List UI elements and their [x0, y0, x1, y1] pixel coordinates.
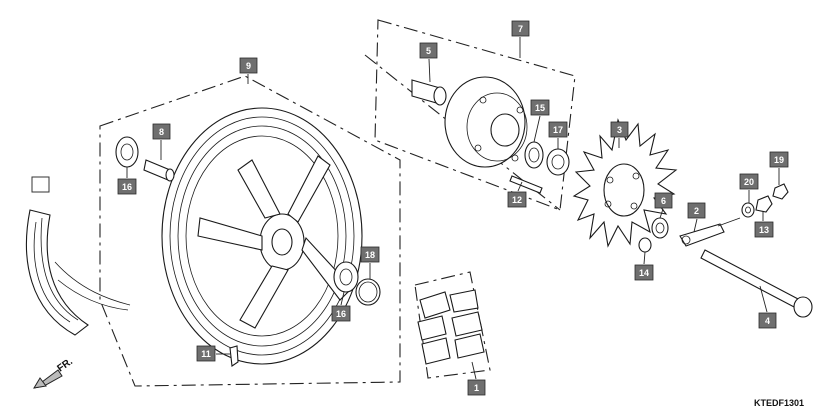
wheel-group-outline [99, 75, 401, 387]
svg-text:3: 3 [617, 125, 622, 135]
o-ring [355, 278, 381, 306]
svg-text:19: 19 [774, 155, 784, 165]
rear-axle [700, 249, 813, 318]
svg-text:16: 16 [122, 182, 132, 192]
flange-collar [411, 79, 447, 106]
svg-text:11: 11 [201, 349, 211, 359]
rear-wheel [161, 107, 363, 365]
air-valve [229, 345, 239, 367]
callout-17[interactable]: 17 [548, 121, 568, 138]
callout-15[interactable]: 15 [530, 99, 550, 116]
svg-text:6: 6 [661, 196, 666, 206]
damper-rubbers [417, 289, 485, 365]
svg-text:9: 9 [246, 61, 251, 71]
leader-lines [126, 37, 780, 380]
svg-text:15: 15 [535, 103, 545, 113]
axle-nut [755, 195, 773, 213]
callout-5[interactable]: 5 [419, 42, 438, 59]
callout-1[interactable]: 1 [467, 379, 486, 396]
svg-text:7: 7 [518, 24, 523, 34]
sprocket-nut [638, 237, 652, 253]
distance-collar [143, 159, 175, 182]
axle-collar [651, 217, 669, 239]
washer [741, 202, 755, 218]
svg-text:1: 1 [474, 383, 479, 393]
callout-18[interactable]: 18 [360, 246, 380, 263]
callout-blank [31, 176, 50, 193]
drawing-code: KTEDF1301 [754, 398, 804, 408]
svg-text:16: 16 [336, 309, 346, 319]
hub-group-outline [374, 19, 576, 211]
cotter-nut [772, 183, 789, 200]
svg-text:8: 8 [159, 127, 164, 137]
chain-adjuster [679, 217, 741, 247]
callout-11[interactable]: 11 [196, 345, 216, 362]
svg-text:18: 18 [365, 250, 375, 260]
callout-14[interactable]: 14 [634, 264, 654, 281]
bearing-left [115, 136, 139, 168]
callout-19[interactable]: 19 [769, 151, 789, 168]
callout-7[interactable]: 7 [511, 20, 530, 37]
callout-12[interactable]: 12 [507, 191, 527, 208]
tire-section [25, 209, 131, 336]
bearing-right [333, 261, 359, 293]
svg-text:17: 17 [553, 125, 563, 135]
svg-text:4: 4 [765, 316, 770, 326]
callout-20[interactable]: 20 [739, 173, 759, 190]
svg-text:5: 5 [426, 46, 431, 56]
callout-2[interactable]: 2 [687, 202, 706, 219]
callout-4[interactable]: 4 [758, 312, 777, 329]
flange-bearing [524, 141, 544, 169]
svg-text:12: 12 [512, 195, 522, 205]
front-direction-arrow: FR. [33, 356, 75, 389]
flange-seal [546, 148, 570, 176]
callout-16-left[interactable]: 16 [117, 178, 137, 195]
svg-text:20: 20 [744, 177, 754, 187]
callout-8[interactable]: 8 [152, 123, 171, 140]
svg-text:13: 13 [759, 225, 769, 235]
callout-6[interactable]: 6 [654, 192, 673, 209]
stud-bolt [509, 175, 543, 194]
callout-16-right[interactable]: 16 [331, 305, 351, 322]
driven-sprocket [572, 118, 678, 248]
hub-flange [444, 76, 528, 168]
svg-text:14: 14 [639, 268, 649, 278]
svg-text:2: 2 [694, 206, 699, 216]
callout-9[interactable]: 9 [239, 57, 258, 74]
callout-3[interactable]: 3 [610, 121, 629, 138]
callout-13[interactable]: 13 [754, 221, 774, 238]
